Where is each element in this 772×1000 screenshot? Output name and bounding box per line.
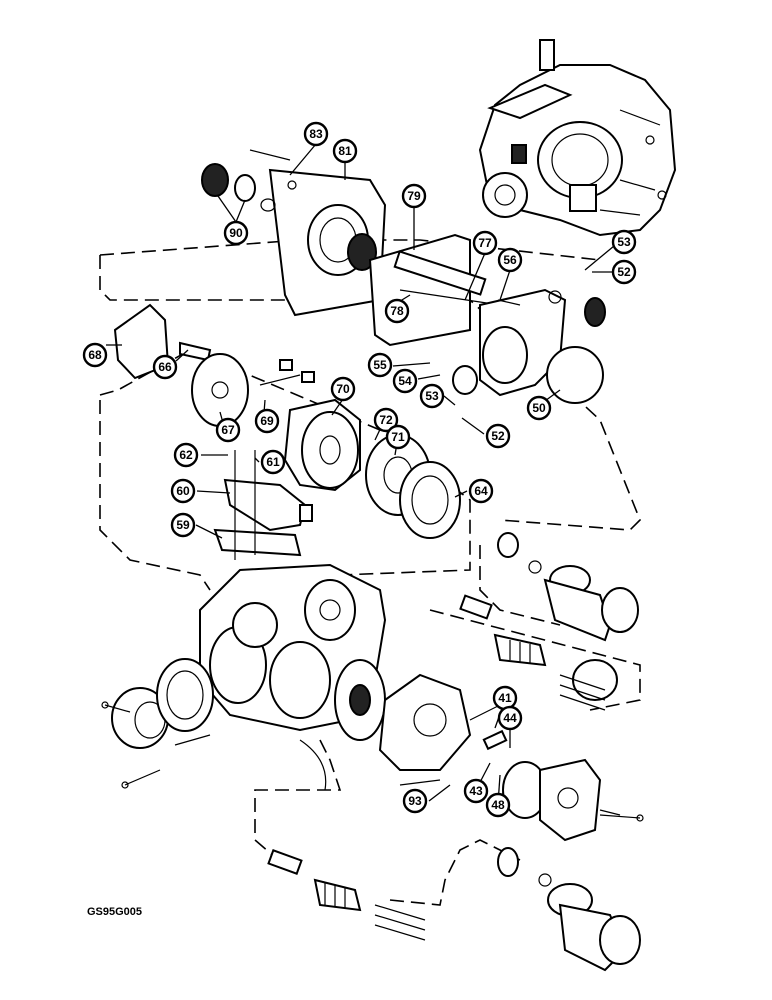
callout-50-label: 50 bbox=[532, 401, 546, 415]
callout-93-label: 93 bbox=[408, 794, 422, 808]
callout-77-label: 77 bbox=[478, 236, 492, 250]
callout-59: 59 bbox=[170, 512, 196, 538]
dashed-outline-lower-left bbox=[254, 739, 342, 871]
relief-valve-cartridges bbox=[267, 532, 641, 972]
callout-61-label: 61 bbox=[266, 455, 280, 469]
callout-78-label: 78 bbox=[390, 304, 404, 318]
callout-79: 79 bbox=[401, 183, 427, 209]
callout-72-label: 72 bbox=[379, 413, 393, 427]
callout-68: 68 bbox=[82, 342, 108, 368]
callout-43-label: 43 bbox=[469, 784, 483, 798]
callout-60: 60 bbox=[170, 478, 196, 504]
callout-44: 44 bbox=[497, 705, 523, 731]
callout-41: 41 bbox=[492, 685, 518, 711]
callout-43: 43 bbox=[463, 778, 489, 804]
callout-52-lower: 52 bbox=[485, 423, 511, 449]
callout-62-label: 62 bbox=[179, 448, 193, 462]
callout-68-label: 68 bbox=[88, 348, 102, 362]
callout-66-label: 66 bbox=[158, 360, 172, 374]
callout-90: 90 bbox=[223, 220, 249, 246]
callout-48: 48 bbox=[485, 792, 511, 818]
dashed-outline-left bbox=[99, 400, 211, 591]
callout-78: 78 bbox=[384, 298, 410, 324]
callout-64-label: 64 bbox=[474, 484, 488, 498]
callout-60-label: 60 bbox=[176, 484, 190, 498]
figure-code: GS95G005 bbox=[87, 906, 142, 918]
callout-67: 67 bbox=[215, 417, 241, 443]
callout-81-label: 81 bbox=[338, 144, 352, 158]
callout-53-upper-label: 53 bbox=[617, 235, 631, 249]
callout-69-label: 69 bbox=[260, 414, 274, 428]
callout-56-label: 56 bbox=[503, 253, 517, 267]
callout-61: 61 bbox=[260, 449, 286, 475]
callout-54: 54 bbox=[392, 368, 418, 394]
callout-66: 66 bbox=[152, 354, 178, 380]
callout-48-label: 48 bbox=[491, 798, 505, 812]
callout-67-label: 67 bbox=[221, 423, 235, 437]
callout-90-label: 90 bbox=[229, 226, 243, 240]
callout-54-label: 54 bbox=[398, 374, 412, 388]
dashed-outline-lower-right bbox=[389, 839, 521, 906]
cover-seal-parts bbox=[201, 149, 501, 347]
callout-83-label: 83 bbox=[309, 127, 323, 141]
callout-81: 81 bbox=[332, 138, 358, 164]
callout-52-upper-label: 52 bbox=[617, 265, 631, 279]
dashed-outline-upper bbox=[99, 255, 641, 531]
callout-53-lower-label: 53 bbox=[425, 389, 439, 403]
dashed-outline-valve-upper bbox=[479, 545, 561, 626]
callout-79-label: 79 bbox=[407, 189, 421, 203]
callout-93: 93 bbox=[402, 788, 428, 814]
callout-41-label: 41 bbox=[498, 691, 512, 705]
callout-71: 71 bbox=[385, 424, 411, 450]
callout-56: 56 bbox=[497, 247, 523, 273]
callout-64: 64 bbox=[468, 478, 494, 504]
control-valve bbox=[213, 450, 313, 560]
callout-53-upper: 53 bbox=[611, 229, 637, 255]
callout-50: 50 bbox=[526, 395, 552, 421]
callout-70: 70 bbox=[330, 376, 356, 402]
callout-44-label: 44 bbox=[503, 711, 517, 725]
callout-52-upper: 52 bbox=[611, 259, 637, 285]
charge-pump-group bbox=[334, 659, 621, 842]
assembled-pump-illustration bbox=[478, 39, 677, 237]
callout-55-label: 55 bbox=[373, 358, 387, 372]
dashed-outline-spring-upper bbox=[429, 609, 641, 711]
callout-69: 69 bbox=[254, 408, 280, 434]
callout-52-lower-label: 52 bbox=[491, 429, 505, 443]
callout-77: 77 bbox=[472, 230, 498, 256]
callout-71-label: 71 bbox=[391, 430, 405, 444]
callout-53-lower: 53 bbox=[419, 383, 445, 409]
callout-70-label: 70 bbox=[336, 382, 350, 396]
bolts-and-pins bbox=[101, 701, 644, 822]
callout-62: 62 bbox=[173, 442, 199, 468]
callout-83: 83 bbox=[303, 121, 329, 147]
front-flange bbox=[111, 658, 327, 791]
yoke-assembly bbox=[452, 288, 606, 404]
callout-55: 55 bbox=[367, 352, 393, 378]
rotating-group bbox=[113, 303, 461, 539]
callout-59-label: 59 bbox=[176, 518, 190, 532]
callout-72: 72 bbox=[373, 407, 399, 433]
